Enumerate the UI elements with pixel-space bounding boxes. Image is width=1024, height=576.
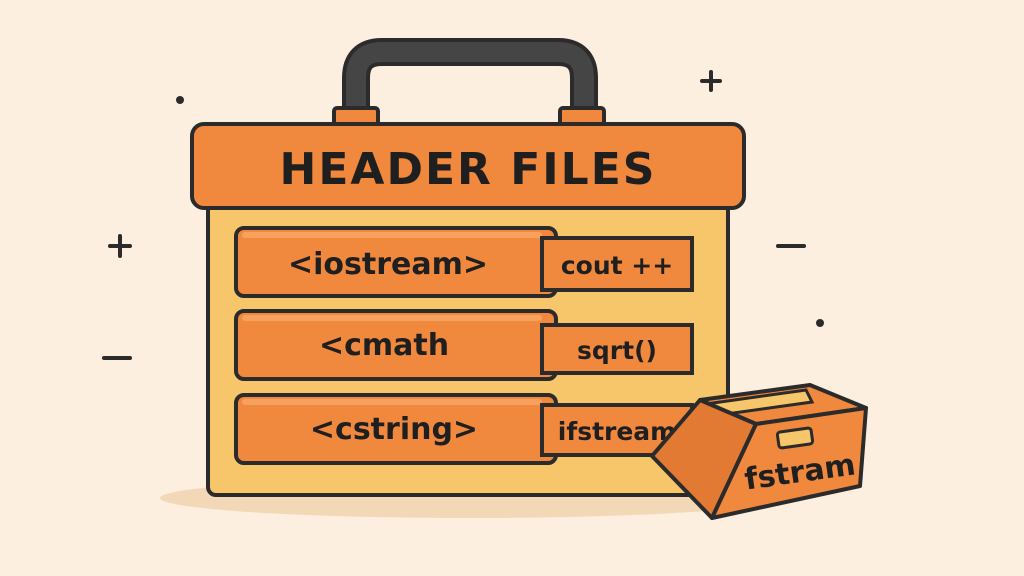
drawer-label-iostream: <iostream>: [288, 247, 488, 282]
side-drawer-fstream[interactable]: fstram: [650, 383, 868, 520]
plus-decoration: [700, 70, 722, 92]
tag-label-cout: cout ++: [561, 251, 673, 280]
drawer-cmath[interactable]: <cmath: [234, 309, 558, 381]
tag-cout: cout ++: [540, 236, 694, 292]
toolbox-lid: [190, 122, 746, 210]
plus-decoration: [108, 234, 132, 258]
drawer-label-cstring: <cstring>: [310, 412, 478, 447]
drawer-label-cmath: <cmath: [319, 328, 449, 363]
toolbox-title: HEADER FILES: [280, 144, 657, 195]
dot-decoration: [176, 96, 184, 104]
tag-sqrt: sqrt(): [540, 323, 694, 375]
drawer-cstring[interactable]: <cstring>: [234, 393, 558, 465]
drawer-iostream[interactable]: <iostream>: [234, 226, 558, 298]
dot-decoration: [816, 319, 824, 327]
drawer-pull-icon: [775, 426, 815, 450]
tag-label-ifstream: ifstream: [558, 417, 676, 446]
tag-label-sqrt: sqrt(): [577, 336, 657, 365]
decorations: [102, 70, 824, 360]
toolbox-handle: [332, 38, 606, 130]
tag-ifstream: ifstream: [540, 403, 694, 457]
